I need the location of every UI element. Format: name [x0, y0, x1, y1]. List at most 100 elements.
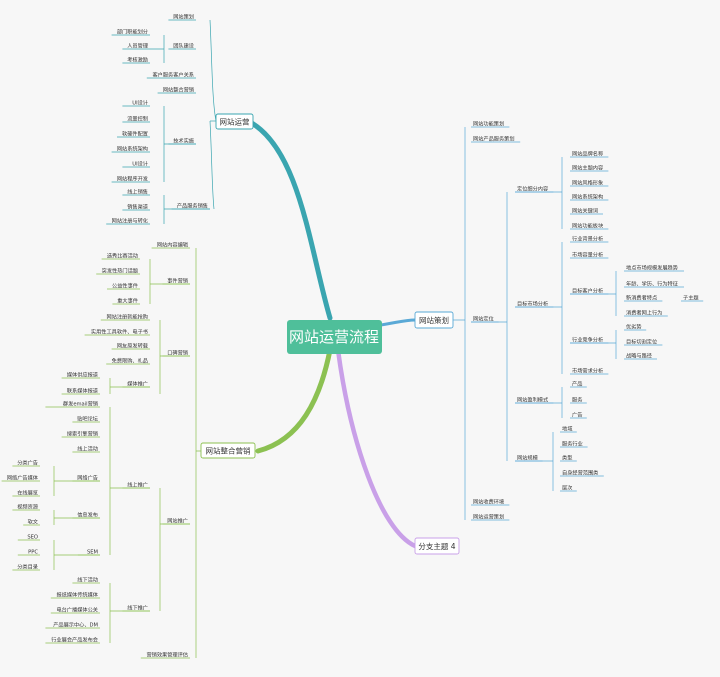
node-b3-9[interactable]: 网站功能板块	[572, 222, 604, 230]
node-b3-23[interactable]: 市场需求分析	[572, 367, 603, 375]
node-b1-11[interactable]: 网站系统架构	[117, 145, 148, 153]
node-b1-13[interactable]: 网站程序开发	[117, 175, 148, 183]
node-b1-0[interactable]: 网站策划	[173, 13, 194, 21]
node-b3-21[interactable]: 目标切割定位	[626, 338, 657, 346]
node-b1-7[interactable]: 技术实施	[173, 137, 194, 145]
node-b1-9[interactable]: 流量控制	[127, 115, 148, 123]
node-b2-9[interactable]: 网友原发转载	[117, 342, 148, 350]
node-b2-3[interactable]: 突发性热门话题	[102, 267, 138, 275]
node-b2-11[interactable]: 媒体推广	[127, 380, 148, 388]
node-b2-23[interactable]: 在线展览	[17, 489, 38, 497]
node-b2-1[interactable]: 事件营销	[167, 277, 188, 285]
node-b3-19[interactable]: 行业竞争分析	[572, 336, 603, 344]
node-b3-20[interactable]: 优劣势	[626, 323, 642, 331]
node-b2-25[interactable]: 视频资源	[17, 503, 39, 511]
node-b1-16[interactable]: 销售渠道	[127, 203, 148, 211]
node-b2-27[interactable]: SEM	[87, 550, 98, 556]
node-b1-14[interactable]: 产品服务销售	[177, 202, 208, 210]
node-b3-32[interactable]: 自身经营范围类	[562, 469, 598, 477]
node-b1-5[interactable]: 客户服务客户关系	[152, 71, 194, 79]
node-b3-8[interactable]: 网站关键词	[572, 207, 598, 215]
b3-market-bracket	[515, 242, 563, 374]
node-b3-26[interactable]: 服务	[572, 396, 582, 404]
node-b2-10[interactable]: 免费限购、礼品	[112, 357, 148, 365]
node-b3-31[interactable]: 类型	[562, 454, 572, 462]
node-b3-28[interactable]: 网站规模	[517, 454, 538, 462]
b3-customer-bracket	[570, 271, 617, 316]
node-b1-6[interactable]: 网站整合营销	[163, 86, 194, 94]
node-b1-3[interactable]: 人员管理	[127, 42, 149, 50]
node-b3-14[interactable]: 地点市场规模发展趋势	[626, 264, 678, 272]
node-b2-30[interactable]: 分类目录	[17, 563, 38, 571]
node-b3-35[interactable]: 网站运营策划	[473, 513, 504, 521]
node-b2-13[interactable]: 联系媒体报道	[67, 387, 98, 395]
node-b3-15[interactable]: 年龄、学历、行为特征	[626, 280, 678, 288]
branch-box-website-operation[interactable]	[215, 113, 254, 130]
node-b3-4[interactable]: 网站品牌名称	[572, 150, 603, 158]
node-b2-8[interactable]: 实用性工具软件、电子书	[91, 328, 148, 336]
node-b2-37[interactable]: 营销效果管理评估	[146, 651, 188, 659]
node-b2-26[interactable]: 软文	[28, 518, 39, 526]
node-b3-1[interactable]: 网站产品服务策划	[473, 135, 515, 143]
node-b2-33[interactable]: 报纸媒体传统媒体	[56, 591, 98, 599]
node-b2-32[interactable]: 线下活动	[77, 576, 98, 584]
node-b3-22[interactable]: 战略与路径	[626, 352, 652, 360]
node-b2-15[interactable]: 线上推广	[127, 481, 148, 489]
node-b2-21[interactable]: 分类广告	[17, 459, 38, 467]
node-b3-17[interactable]: 子主题	[683, 294, 699, 302]
node-b1-1[interactable]: 团队建设	[173, 42, 194, 50]
node-b3-6[interactable]: 网站风格形象	[572, 179, 603, 187]
node-b3-11[interactable]: 行业背景分析	[572, 235, 603, 243]
node-b2-12[interactable]: 媒体供应报道	[67, 371, 98, 379]
branch-box-integrated-marketing[interactable]	[200, 442, 256, 459]
node-b2-16[interactable]: 群发email营销	[63, 400, 98, 408]
node-b3-18[interactable]: 消费者网上行为	[626, 309, 662, 317]
node-b2-28[interactable]: SEO	[27, 535, 38, 541]
node-b2-6[interactable]: 口碑营销	[167, 349, 188, 357]
node-b2-14[interactable]: 网站推广	[167, 517, 188, 525]
node-b2-18[interactable]: 搜索引擎营销	[67, 430, 98, 438]
node-b1-4[interactable]: 考核激励	[127, 56, 148, 64]
node-b3-27[interactable]: 广告	[572, 411, 582, 419]
node-b2-7[interactable]: 网站注册就能抢购	[106, 313, 148, 321]
node-b2-29[interactable]: PPC	[28, 550, 38, 556]
node-b2-5[interactable]: 重大事件	[117, 297, 138, 305]
root-node-box[interactable]	[287, 320, 382, 354]
node-b3-29[interactable]: 地域	[562, 425, 572, 433]
node-b3-13[interactable]: 目标客户分析	[572, 287, 603, 295]
node-b3-24[interactable]: 网站盈利模式	[517, 396, 549, 404]
node-b3-5[interactable]: 网站主题内容	[572, 164, 603, 172]
node-b2-17[interactable]: 贴吧论坛	[77, 415, 98, 423]
node-b3-25[interactable]: 产品	[572, 380, 582, 388]
node-b1-10[interactable]: 软硬件配置	[122, 130, 148, 138]
node-b1-17[interactable]: 网站注册与转化	[112, 217, 148, 225]
node-b3-0[interactable]: 网站功能策划	[473, 120, 504, 128]
branch-box-subtopic-4[interactable]	[414, 537, 460, 555]
node-b2-24[interactable]: 信息发布	[77, 511, 98, 519]
node-b2-0[interactable]: 网站内容编辑	[157, 241, 188, 249]
node-b2-36[interactable]: 行业展会产品发布会	[51, 636, 98, 644]
node-b1-15[interactable]: 线上销售	[127, 188, 148, 196]
node-b2-34[interactable]: 电台广播媒体公关	[56, 606, 98, 614]
node-b2-4[interactable]: 公益性事件	[112, 282, 138, 290]
node-b3-34[interactable]: 网站收费环境	[473, 498, 504, 506]
node-b3-30[interactable]: 服务行业	[562, 440, 583, 448]
node-b2-19[interactable]: 线上活动	[77, 445, 98, 453]
node-b3-3[interactable]: 定位细分内容	[517, 185, 548, 193]
node-b3-12[interactable]: 市场容量分析	[572, 251, 603, 259]
node-b2-2[interactable]: 选秀比赛活动	[107, 252, 138, 260]
node-b3-7[interactable]: 网站系统架构	[572, 193, 603, 201]
node-b2-31[interactable]: 线下推广	[127, 604, 148, 612]
node-b3-16[interactable]: 新消费者特点	[626, 294, 657, 302]
node-b1-2[interactable]: 部门职能划分	[117, 28, 148, 36]
node-b3-10[interactable]: 目标市场分析	[517, 300, 548, 308]
node-b2-20[interactable]: 网络广告	[77, 474, 98, 482]
node-b1-8[interactable]: UI设计	[132, 99, 148, 107]
node-b3-2[interactable]: 网站定位	[473, 315, 494, 323]
node-b2-22[interactable]: 网络广告媒体	[7, 474, 39, 482]
branch-box-website-planning[interactable]	[414, 311, 454, 329]
node-b3-33[interactable]: 层次	[562, 484, 572, 492]
node-b1-12[interactable]: UI设计	[132, 160, 148, 168]
node-b2-35[interactable]: 产品展示中心、DM	[53, 621, 98, 629]
b3-scale-bracket	[515, 432, 554, 491]
